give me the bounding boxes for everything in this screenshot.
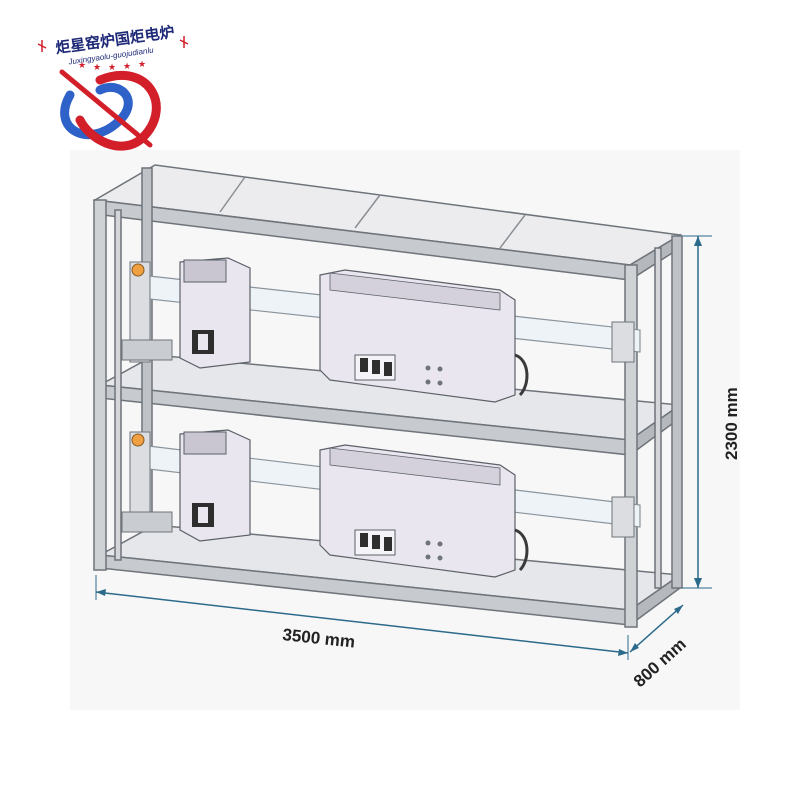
logo-sparkle-icon: [37, 36, 189, 52]
post-front-right: [624, 264, 638, 628]
lower-furnace-assembly: [121, 429, 641, 578]
logo-swoosh-icon: [59, 69, 161, 151]
svg-text:★: ★: [123, 61, 131, 71]
depth-dimension-line: [629, 604, 684, 653]
upper-furnace-assembly: [121, 257, 641, 403]
height-label: 2300 mm: [722, 387, 741, 460]
svg-text:★: ★: [78, 60, 86, 70]
post-back-right: [671, 235, 683, 589]
control-panel-lower: [360, 533, 368, 547]
svg-text:★: ★: [138, 59, 146, 69]
dimension-lines: [95, 235, 712, 660]
svg-text:★: ★: [108, 62, 116, 72]
logo-stars-icon: ★ ★ ★ ★ ★: [78, 59, 146, 72]
width-dimension-line: [95, 591, 629, 654]
rack-frame: [92, 164, 683, 628]
control-panel-upper: [360, 358, 368, 372]
company-logo: ★ ★ ★ ★ ★ 炬星窑炉国炬电炉 Juxingyaolu-guojudian…: [37, 23, 189, 151]
svg-text:★: ★: [93, 62, 101, 72]
post-front-left: [93, 199, 107, 571]
